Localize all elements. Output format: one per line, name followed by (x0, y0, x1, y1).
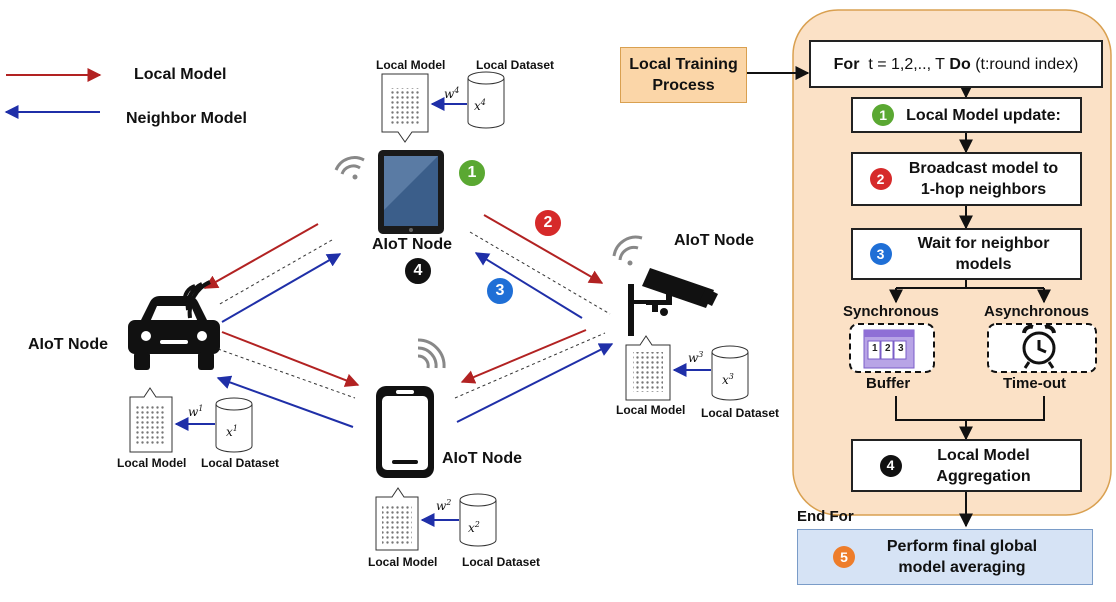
end-for-label: End For (797, 508, 854, 525)
local-dataset-label-3: Local Dataset (701, 406, 780, 420)
node-label-tablet: AIoT Node (372, 236, 452, 253)
local-model-doc-3 (625, 335, 671, 401)
link-phone-cam-neighbor (456, 343, 614, 423)
step5-badge: 5 (833, 546, 855, 568)
link-top-cam-local (483, 214, 604, 284)
local-model-label-4: Local Model (376, 58, 446, 72)
dataset-cylinder-1 (215, 397, 253, 453)
for-range: t = 1,2,.., T (868, 55, 945, 73)
smartphone-icon (376, 386, 434, 478)
car-icon (128, 296, 220, 370)
link-top-car-dotted (217, 239, 333, 306)
dataset-cylinder-4 (467, 71, 505, 129)
local-model-doc-1 (129, 387, 173, 453)
tablet-icon (378, 150, 444, 234)
dataset-cylinder-2 (459, 493, 497, 547)
link-phone-cam-dotted (454, 332, 606, 399)
wifi-icon-car (182, 280, 211, 319)
for-keyword: For (833, 55, 860, 73)
step2-badge: 2 (869, 168, 892, 190)
step2-box: 2 Broadcast model to 1-hop neighbors (851, 152, 1082, 206)
round-note: (t:round index) (975, 55, 1079, 73)
step-badge-3: 3 (485, 276, 515, 306)
step1-badge: 1 (872, 104, 895, 126)
timeout-label: Time-out (1003, 375, 1067, 392)
link-cam-top-neighbor (474, 252, 583, 319)
buffer-icon (863, 329, 915, 369)
data-label-3: x3 (722, 372, 734, 387)
step-badge-1: 1 (457, 158, 487, 188)
local-model-doc-2 (375, 487, 419, 551)
local-model-doc-4 (381, 73, 429, 143)
step3-label: Wait for neighbor models (917, 235, 1050, 273)
link-car-top-neighbor (221, 253, 342, 323)
local-model-label-1: Local Model (117, 456, 187, 470)
wifi-icon-tablet (334, 156, 365, 180)
synchronous-label: Synchronous (843, 303, 939, 320)
security-camera-icon (628, 268, 718, 336)
step1-label: Local Model update: (906, 106, 1061, 124)
local-dataset-label-2: Local Dataset (462, 555, 541, 569)
asynchronous-label: Asynchronous (984, 303, 1090, 320)
do-keyword: Do (949, 55, 971, 73)
node-label-phone: AIoT Node (442, 450, 522, 467)
alarm-clock-icon (1022, 324, 1056, 369)
step5-label: Perform final global model averaging (886, 538, 1038, 576)
legend-neighbor-model-label: Neighbor Model (126, 110, 247, 127)
timeout-box (987, 323, 1097, 373)
node-label-camera: AIoT Node (674, 232, 754, 249)
link-top-car-local (203, 223, 319, 289)
buffer-cell-2: 2 (885, 343, 891, 354)
step-badge-2: 2 (533, 208, 563, 238)
weight-label-2: w2 (436, 498, 452, 513)
step-badge-4: 4 (403, 256, 433, 286)
step3-box: 3 Wait for neighbor models (851, 228, 1082, 280)
link-car-phone-local (221, 331, 360, 387)
weight-label-1: w1 (188, 404, 204, 419)
data-label-2: x2 (468, 520, 480, 535)
data-label-4: x4 (474, 98, 486, 113)
step4-box: 4 Local Model Aggregation (851, 439, 1082, 492)
step2-label: Broadcast model to 1-hop neighbors (908, 160, 1059, 198)
local-dataset-label-1: Local Dataset (201, 456, 280, 470)
local-model-label-2: Local Model (368, 555, 438, 569)
step5-box: 5 Perform final global model averaging (797, 529, 1093, 585)
step3-badge: 3 (869, 243, 892, 265)
data-label-1: x1 (226, 424, 238, 439)
step4-label: Local Model Aggregation (936, 446, 1031, 485)
link-car-phone-dotted (217, 348, 356, 399)
step1-box: 1 Local Model update: (851, 97, 1082, 133)
buffer-cell-3: 3 (898, 343, 904, 354)
wifi-icon-camera (612, 235, 643, 266)
weight-label-4: w4 (444, 86, 460, 101)
buffer-label: Buffer (866, 375, 911, 392)
local-model-label-3: Local Model (616, 403, 686, 417)
link-cam-phone-local (460, 329, 587, 384)
for-loop-box: For t = 1,2,.., T Do (t:round index) (809, 40, 1103, 88)
flow-split-3 (896, 280, 1044, 289)
node-label-car: AIoT Node (28, 336, 108, 353)
local-dataset-label-4: Local Dataset (476, 58, 555, 72)
local-training-process-box: Local Training Process (620, 47, 747, 103)
dataset-cylinder-3 (711, 345, 749, 401)
weight-label-3: w3 (688, 350, 704, 365)
step4-badge: 4 (879, 454, 902, 477)
wifi-icon-phone (417, 338, 446, 369)
buffer-cell-1: 1 (872, 343, 878, 354)
legend-local-model-label: Local Model (134, 66, 227, 83)
link-phone-car-neighbor (216, 375, 354, 428)
